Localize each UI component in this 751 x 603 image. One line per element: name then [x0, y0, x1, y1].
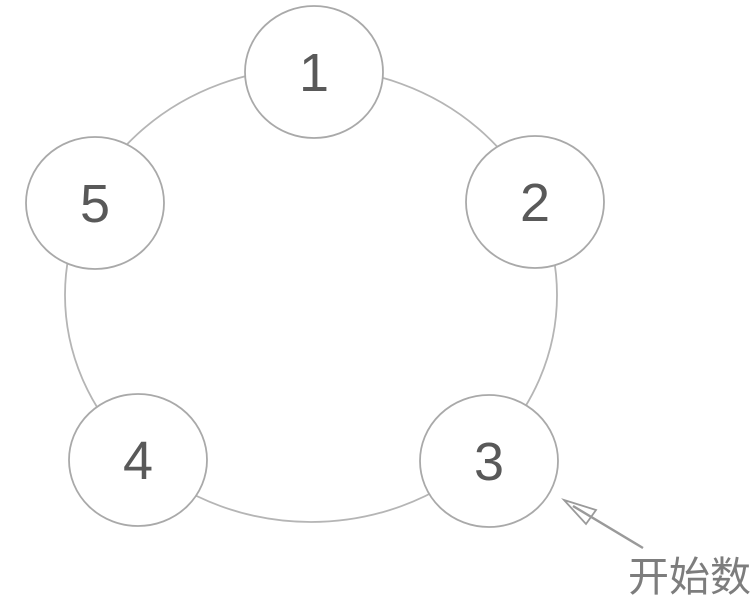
node-3-label: 3: [474, 432, 504, 492]
node-5-circle: [25, 136, 165, 270]
node-3: 3: [419, 394, 559, 528]
node-4: 4: [68, 393, 208, 527]
node-2-label: 2: [520, 173, 550, 233]
annotation-label: 开始数: [628, 554, 751, 600]
node-2-circle: [465, 135, 605, 269]
node-3-circle: [419, 394, 559, 528]
node-1-circle: [244, 5, 384, 139]
node-1-label: 1: [299, 43, 329, 103]
node-4-circle: [68, 393, 208, 527]
arrow-head-icon: [561, 498, 598, 526]
node-1: 1: [244, 5, 384, 139]
node-4-label: 4: [123, 431, 153, 491]
arrow-shaft: [572, 504, 644, 550]
node-5-label: 5: [80, 174, 110, 234]
node-2: 2: [465, 135, 605, 269]
node-5: 5: [25, 136, 165, 270]
start-arrow: [561, 498, 644, 550]
